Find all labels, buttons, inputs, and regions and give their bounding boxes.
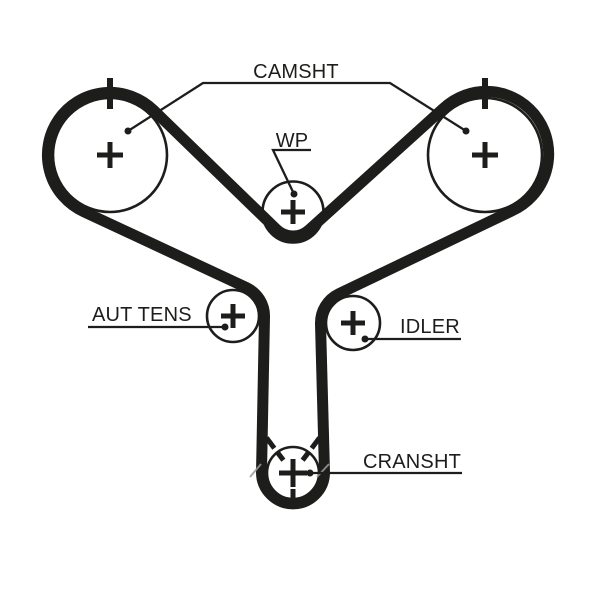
leader-dot-idler [361, 335, 369, 343]
leader-dot-cam-right [462, 127, 470, 135]
belt-alignment-mark-icon-left [249, 463, 262, 478]
idler-pulley [324, 294, 382, 352]
timing-mark-icon-crank-inner-right [300, 450, 311, 462]
timing-belt [41, 85, 555, 510]
center-cross-icon-cam-left [97, 142, 123, 168]
tensioner-pulley [205, 288, 261, 344]
leader-line-camshaft [127, 81, 467, 132]
belt-alignment-mark-icon-right [316, 463, 330, 478]
label-crankshaft: CRANSHT [363, 451, 461, 473]
leader-dot-cam-left [124, 127, 132, 135]
leader-dot-tensioner [221, 323, 229, 331]
timing-mark-icon-crank-outer-right [309, 436, 322, 450]
center-cross-icon-water-pump [281, 200, 305, 224]
label-water-pump: WP [276, 130, 309, 152]
leader-line-water-pump [271, 148, 311, 195]
timing-mark-icon-crank-inner-left [275, 450, 286, 462]
leader-dot-water-pump [290, 190, 298, 198]
center-cross-icon-idler [341, 311, 365, 335]
label-idler: IDLER [400, 316, 460, 338]
label-tensioner: AUT TENS [92, 304, 192, 326]
leader-dot-crankshaft [306, 469, 314, 477]
center-cross-icon-cam-right [472, 142, 498, 168]
center-cross-icon-crankshaft [279, 459, 307, 487]
timing-mark-icon-crank-outer-left [264, 436, 277, 450]
center-cross-icon-tensioner [221, 304, 245, 328]
label-camshaft: CAMSHT [253, 61, 339, 83]
